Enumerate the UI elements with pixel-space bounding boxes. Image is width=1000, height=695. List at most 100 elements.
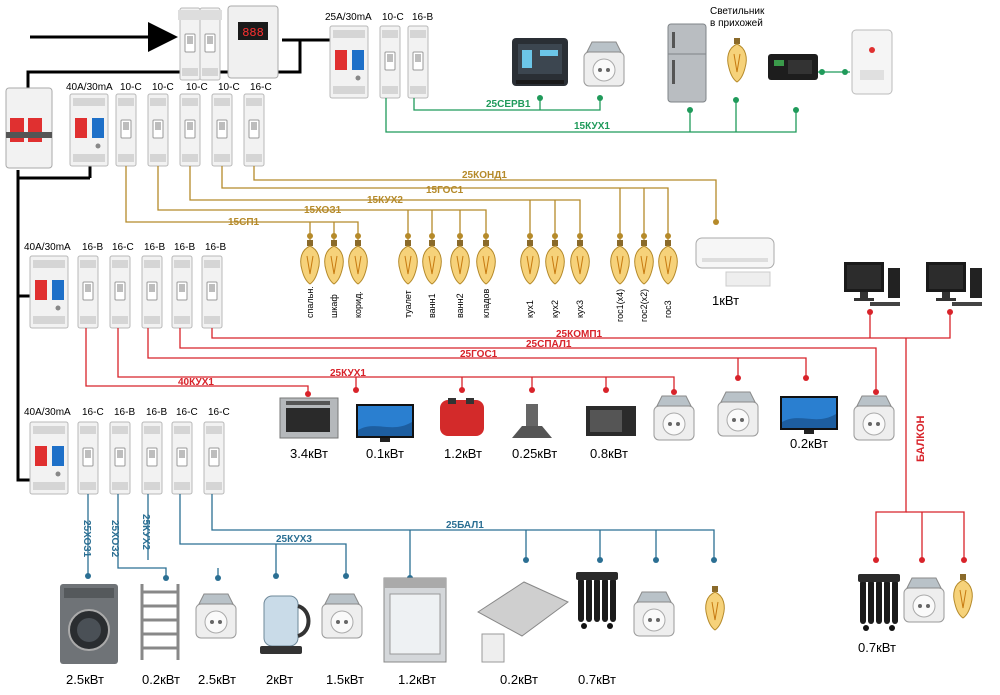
cable-kux2-25-label: 25КУХ2 [140, 514, 151, 550]
g2-breaker-5-label: 16-B [205, 242, 226, 253]
hall-light-bulb [727, 37, 747, 83]
voltage-relay: 888 [227, 5, 279, 79]
tv2-power: 0.2кВт [790, 436, 828, 451]
g2-breaker-5 [201, 255, 223, 329]
lamp-label: кух1 [525, 300, 535, 318]
g1-breaker-2 [147, 93, 169, 167]
balcony-heater [858, 574, 900, 631]
g1-rcd [69, 93, 109, 167]
green-wires [385, 71, 850, 133]
g1-breaker-5 [243, 93, 265, 167]
bulb-balcony-2 [705, 585, 725, 631]
cable-bal1-label: 25БАЛ1 [446, 520, 484, 531]
brown-dots [307, 219, 719, 239]
g1-breaker-3 [179, 93, 201, 167]
blue-dots [85, 557, 717, 581]
air-conditioner [695, 237, 775, 287]
lamp-label: спальн. [305, 286, 315, 318]
socket-balcony-2 [633, 591, 675, 637]
g1-breaker-4 [211, 93, 233, 167]
oven-device [279, 397, 339, 439]
g3-breaker-3-label: 16-B [146, 407, 167, 418]
red-dots [305, 309, 967, 563]
radiator-power: 0.7кВт [578, 672, 616, 687]
cable-gos1-25-label: 25ГОС1 [460, 349, 498, 360]
balcony-socket [903, 577, 945, 623]
cable-gos1-15-label: 15ГОС1 [426, 185, 464, 196]
radiator [576, 572, 618, 629]
g2-breaker-2 [109, 255, 131, 329]
washer-device [60, 584, 118, 664]
hall-light-note-line1: Светильник [710, 6, 765, 17]
g3-breaker-5-label: 16-C [208, 407, 230, 418]
top-rcd-label: 25A/30mA [325, 12, 372, 23]
fridge-device [667, 23, 707, 103]
hall-light-note-line2: в прихожей [710, 18, 763, 29]
ac-power: 1кВт [712, 293, 739, 308]
g2-breaker-4-label: 16-B [174, 242, 195, 253]
cable-xoz2-25-label: 25ХОЗ2 [109, 520, 120, 558]
g3-breaker-1 [77, 421, 99, 495]
g1-breaker-3-label: 10-C [186, 82, 208, 93]
computer-2 [926, 262, 982, 306]
g3-breaker-1-label: 16-C [82, 407, 104, 418]
ventilation-power: 0.2кВт [500, 672, 538, 687]
server-device [512, 38, 568, 86]
lamp-label: туалет [403, 290, 413, 318]
cable-balkon-label: БАЛКОН [915, 415, 927, 462]
lamp-label: ванн2 [455, 293, 465, 318]
top-breaker-1-label: 10-C [382, 12, 404, 23]
lamp-label: корид. [353, 291, 363, 318]
g3-breaker-5 [203, 421, 225, 495]
green-dots [537, 69, 848, 113]
g2-breaker-3 [141, 255, 163, 329]
cable-kux1-25-label: 25КУХ1 [330, 368, 366, 379]
g2-breaker-3-label: 16-B [144, 242, 165, 253]
cable-xoz1-15-label: 15ХОЗ1 [304, 205, 342, 216]
top-breaker-2-label: 16-B [412, 12, 433, 23]
g2-rcd-label: 40A/30mA [24, 242, 71, 253]
ventilation-device [477, 581, 569, 663]
cable-kond-label: 25КОНД1 [462, 170, 507, 181]
lamp-label: ванн1 [427, 293, 437, 318]
cable-sp1-label: 15СП1 [228, 217, 260, 228]
socket-kitchen-power: 1.5кВт [326, 672, 364, 687]
brown-wires [125, 166, 717, 240]
lamp-label: кух2 [550, 300, 560, 318]
computer-1 [844, 262, 900, 306]
washer-power: 2.5кВт [66, 672, 104, 687]
cable-serv-label: 25СЕРВ1 [486, 99, 531, 110]
top-breaker-2 [407, 25, 429, 99]
lamp-label: гос3 [663, 300, 673, 318]
cable-kux1-top-label: 15КУХ1 [574, 121, 610, 132]
toaster-power: 1.2кВт [444, 446, 482, 461]
lamp-labels: спальн. шкаф корид. туалет ванн1 ванн2 к… [305, 286, 673, 322]
towel-rail-device [140, 584, 180, 660]
g3-breaker-3 [141, 421, 163, 495]
lamp-label: гос1(х4) [615, 289, 625, 322]
hood-device [512, 404, 552, 438]
g1-breaker-2-label: 10-C [152, 82, 174, 93]
lamp-label: кух3 [575, 300, 585, 318]
g3-breaker-2-label: 16-B [114, 407, 135, 418]
balcony-bulb [953, 573, 973, 619]
socket-bathroom [195, 593, 237, 639]
towel-rail-power: 0.2кВт [142, 672, 180, 687]
dishwasher-device [383, 577, 447, 663]
cable-komp-label: 25КОМП1 [556, 329, 603, 340]
g3-rcd-label: 40A/30mA [24, 407, 71, 418]
microwave-device [586, 406, 636, 436]
g2-rcd [29, 255, 69, 329]
cable-xoz1-25-label: 25ХОЗ1 [81, 520, 92, 558]
g2-breaker-1 [77, 255, 99, 329]
red-wires [85, 312, 965, 560]
socket-kitchen-1 [653, 395, 695, 441]
balcony-heater-power: 0.7кВт [858, 640, 896, 655]
toaster-device [440, 398, 484, 436]
cable-kux3-25-label: 25КУХ3 [276, 534, 312, 545]
lamp-label: шкаф [329, 294, 339, 318]
main-switch [5, 87, 53, 169]
socket-bath-power: 2.5кВт [198, 672, 236, 687]
hood-power: 0.25кВт [512, 446, 557, 461]
